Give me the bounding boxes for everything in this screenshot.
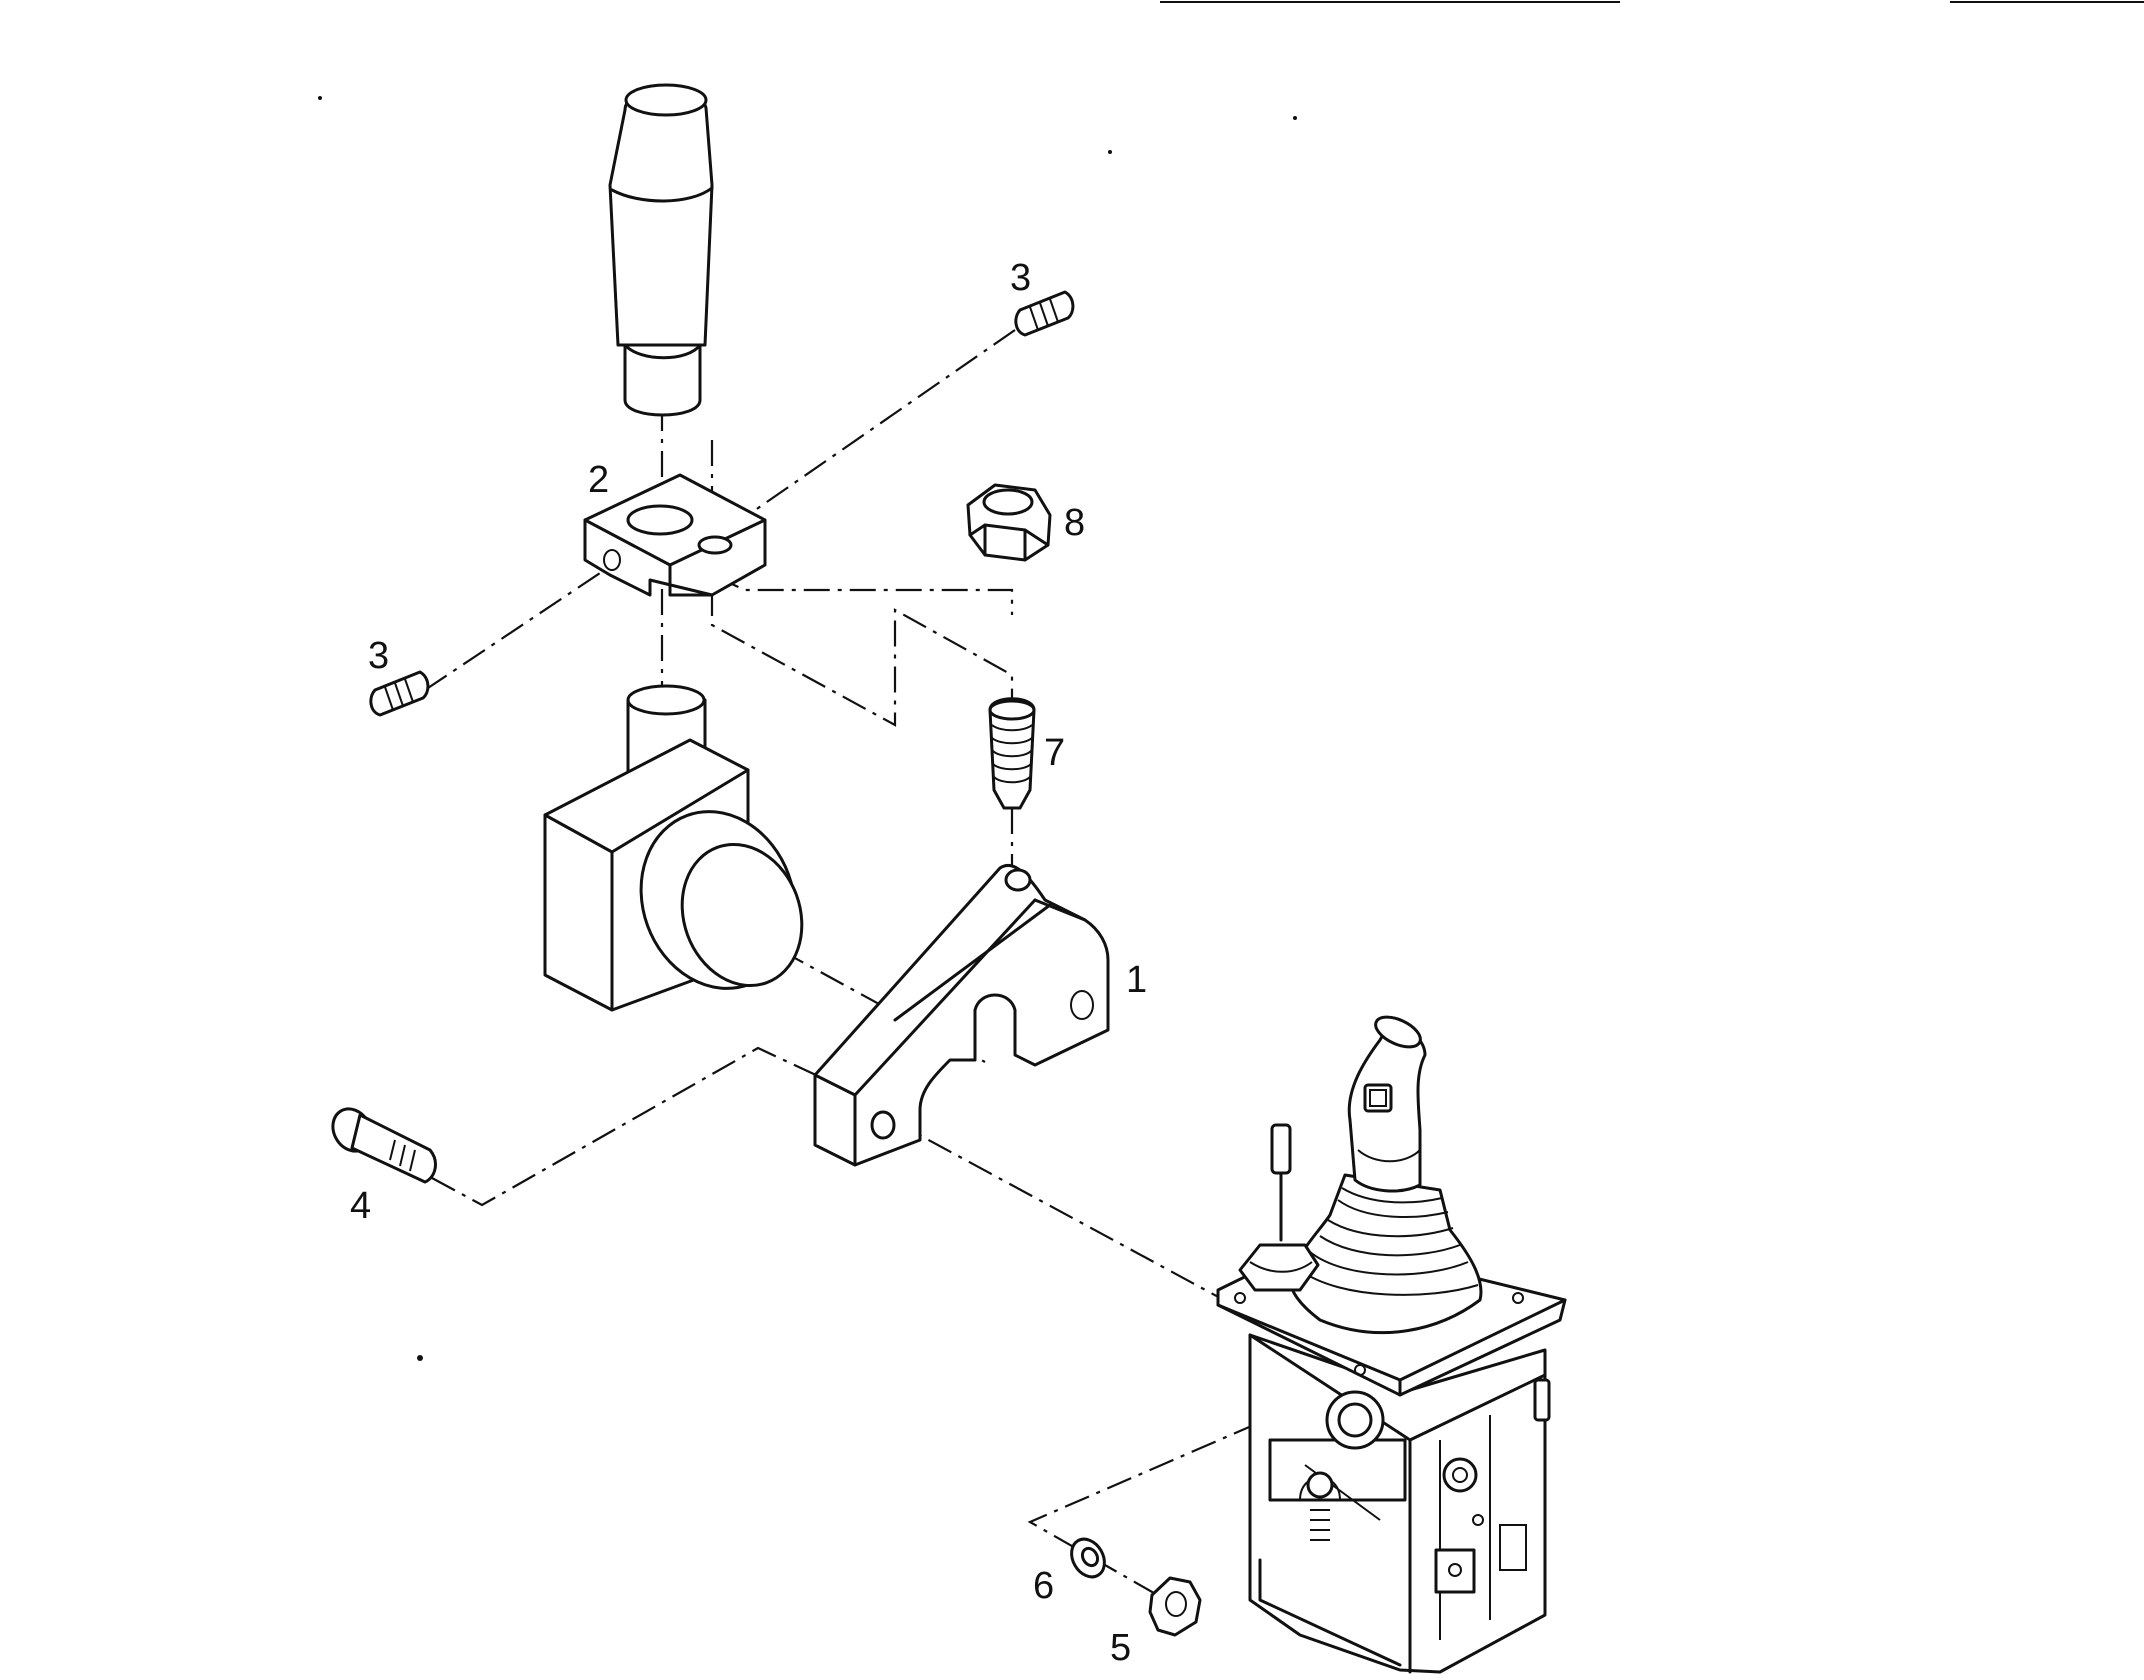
setscrew-lower (369, 670, 430, 717)
callout-1: 1 (1126, 959, 1147, 1001)
callout-3-lower: 3 (368, 635, 389, 677)
joystick-assembly (1216, 1015, 1567, 1674)
cap-screw-4 (331, 1107, 437, 1184)
clamp-block (583, 473, 767, 597)
hex-nut-5 (1148, 1576, 1202, 1637)
callout-labels: 1 2 3 3 4 5 6 7 8 (350, 257, 1147, 1669)
callout-4: 4 (350, 1185, 371, 1227)
handle-knob (608, 83, 714, 417)
callout-5: 5 (1110, 1627, 1131, 1669)
stud-bolt-7 (988, 697, 1036, 810)
setscrew-upper (1014, 290, 1075, 337)
washer-6 (1070, 1537, 1106, 1579)
shaft-housing (543, 684, 804, 1012)
scan-specks (318, 96, 1297, 1361)
hex-nut-8 (966, 483, 1052, 562)
callout-7: 7 (1044, 732, 1065, 774)
callout-8: 8 (1064, 502, 1085, 544)
callout-2: 2 (588, 459, 609, 501)
callout-3-upper: 3 (1010, 257, 1031, 299)
mounting-bracket (813, 863, 1110, 1167)
callout-6: 6 (1033, 1565, 1054, 1607)
